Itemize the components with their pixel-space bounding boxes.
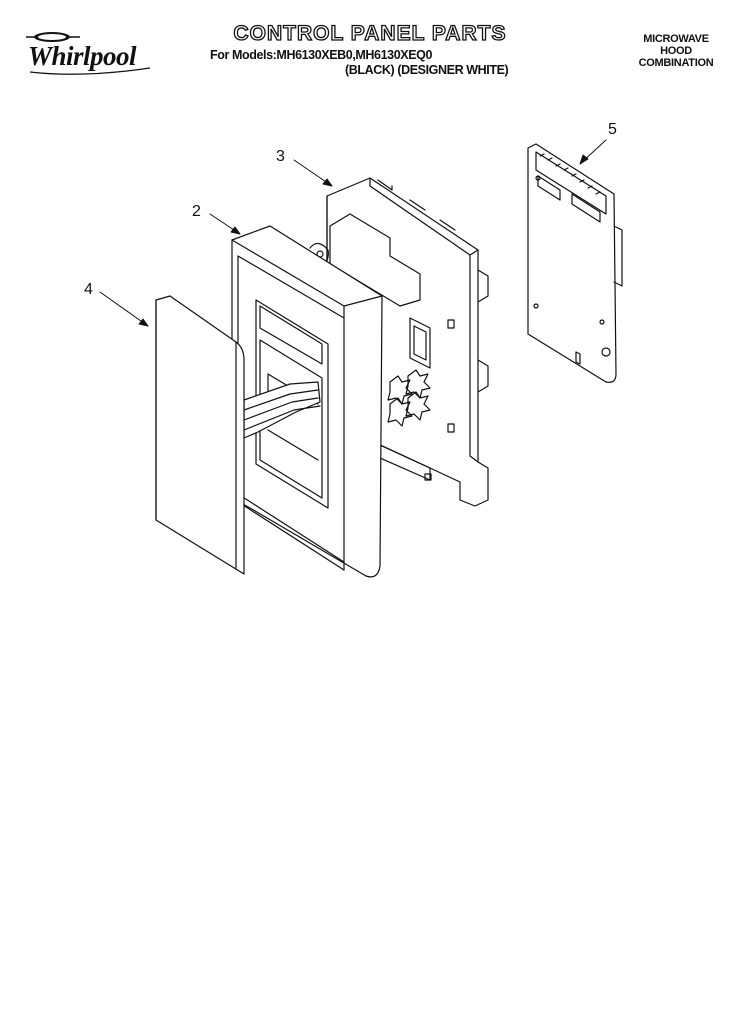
arrow-head-4 [138, 318, 149, 327]
colors-line: (BLACK) (DESIGNER WHITE) [345, 63, 509, 77]
callout-5: 5 [608, 121, 617, 138]
callout-3: 3 [276, 148, 285, 165]
part-2-control-frame [231, 225, 383, 578]
page-title: CONTROL PANEL PARTS [233, 21, 507, 45]
callout-4: 4 [84, 281, 93, 298]
part-4-overlay [155, 295, 245, 575]
leader-arrow-4 [99, 291, 149, 327]
part-5-circuit-board [527, 143, 623, 383]
category-line-3: COMBINATION [638, 57, 714, 69]
category-line-2: HOOD [660, 45, 692, 57]
arrow-head-5 [579, 154, 589, 165]
category-line-1: MICROWAVE [643, 33, 709, 45]
category-label: MICROWAVE HOOD COMBINATION [612, 33, 740, 69]
brand-wordmark: Whirlpool [28, 41, 137, 71]
arrow-head-3 [322, 178, 333, 187]
models-line: For Models:MH6130XEB0,MH6130XEQ0 [210, 48, 433, 62]
logo-emblem-icon [26, 32, 151, 75]
arrow-head-2 [230, 226, 241, 235]
leader-arrows [99, 139, 607, 327]
callout-2: 2 [192, 203, 201, 220]
whirlpool-logo-icon: Whirlpool [22, 28, 154, 78]
